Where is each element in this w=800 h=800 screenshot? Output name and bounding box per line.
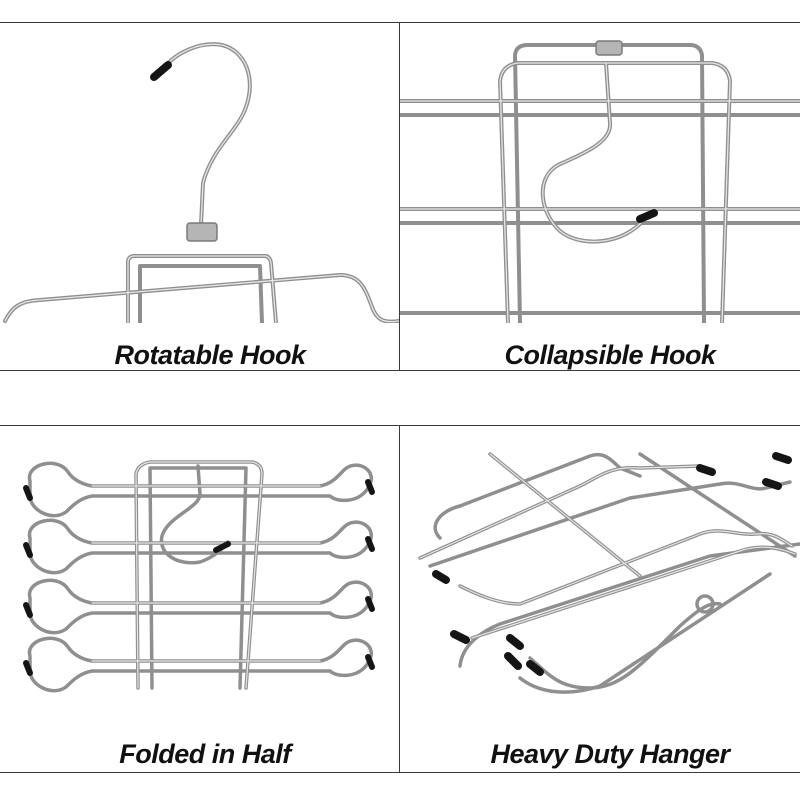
- caption-rotatable-hook: Rotatable Hook: [114, 340, 306, 370]
- hook-cap: [150, 61, 172, 81]
- bottom-divider: [399, 425, 400, 773]
- caption-folded-in-half: Folded in Half: [119, 739, 291, 769]
- heavy-duty-hanger-photo: [418, 452, 800, 694]
- top-divider: [399, 22, 400, 371]
- caption-heavy-duty-hanger: Heavy Duty Hanger: [490, 739, 730, 769]
- panel-heavy-duty-hanger: [400, 426, 800, 694]
- bottom-border: [0, 772, 800, 773]
- panel-folded-in-half: [0, 426, 399, 694]
- panel-collapsible-hook: [400, 23, 800, 323]
- hook-cap: [636, 209, 658, 223]
- caption-collapsible-hook: Collapsible Hook: [504, 340, 716, 370]
- middle-bottom-border: [0, 425, 800, 426]
- top-border: [0, 22, 800, 23]
- hinge-joint: [595, 40, 623, 56]
- panel-rotatable-hook: [0, 23, 399, 323]
- middle-top-border: [0, 370, 800, 371]
- swivel-joint: [186, 222, 218, 242]
- collapsible-hook-photo: [400, 40, 800, 323]
- hanger-tip-caps: [432, 452, 792, 676]
- clip-caps: [23, 479, 375, 676]
- folded-hanger-photo: [23, 460, 375, 693]
- rotatable-hook-photo: [3, 42, 399, 323]
